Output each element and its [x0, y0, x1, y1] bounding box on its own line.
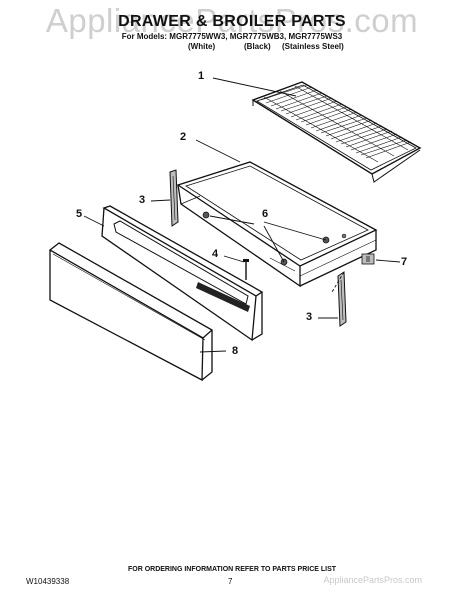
- callout-7: 7: [401, 256, 408, 268]
- footer-watermark: AppliancePartsPros.com: [323, 575, 422, 585]
- callout-2: 2: [180, 131, 187, 143]
- drawer-outer-panel: [48, 242, 214, 382]
- document-number: W10439338: [26, 577, 70, 586]
- glide-clip: [361, 253, 375, 265]
- callout-5: 5: [76, 208, 83, 220]
- drawer-slide-left: [169, 169, 179, 227]
- screw: [243, 259, 249, 280]
- model-list: For Models: MGR7775WW3, MGR7775WB3, MGR7…: [121, 32, 343, 41]
- drawer-body: [176, 161, 378, 288]
- broiler-rack: [251, 81, 422, 183]
- drawer-slide-right: [337, 271, 347, 327]
- page-title: DRAWER & BROILER PARTS: [118, 13, 346, 30]
- callout-6: 6: [262, 208, 269, 220]
- callout-1: 1: [198, 70, 205, 82]
- color-black-label: (Black): [244, 42, 271, 51]
- drawer-inner-panel: [101, 205, 264, 342]
- leader-lines: [83, 77, 401, 353]
- color-stainless-label: (Stainless Steel): [282, 42, 344, 51]
- callout-3-right: 3: [306, 311, 313, 323]
- callout-3-left: 3: [139, 194, 146, 206]
- callout-8: 8: [232, 345, 239, 357]
- callout-4: 4: [212, 248, 219, 260]
- color-white-label: (White): [188, 42, 216, 51]
- page-number: 7: [228, 577, 233, 586]
- ordering-note: FOR ORDERING INFORMATION REFER TO PARTS …: [127, 566, 337, 573]
